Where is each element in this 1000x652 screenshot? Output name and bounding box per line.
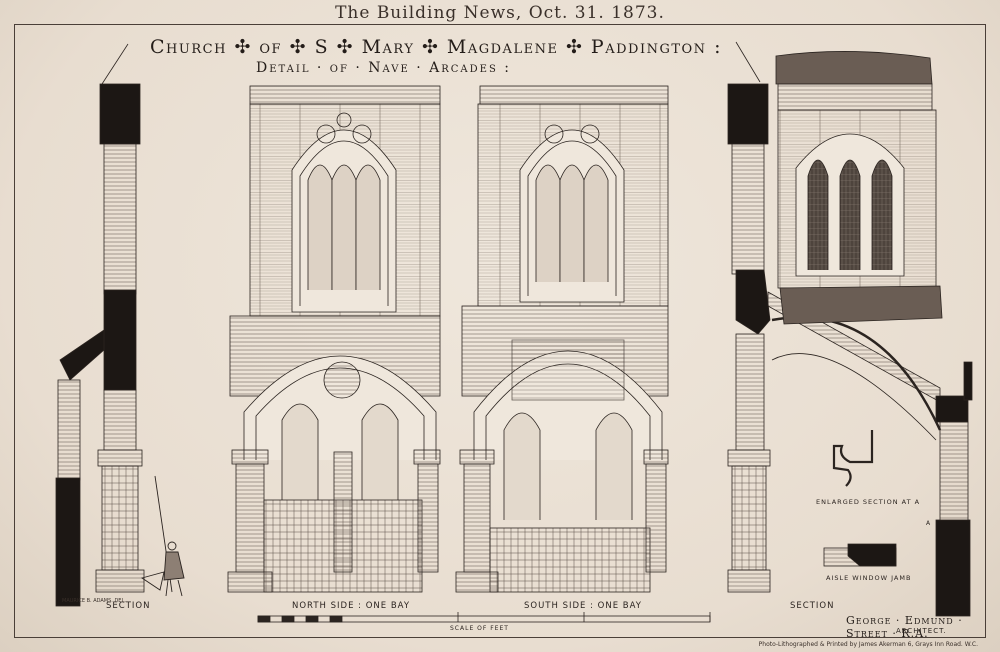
drawn-by-credit: MAURICE B. ADAMS. DEL. <box>62 598 126 604</box>
north-side-bay <box>227 85 441 593</box>
printer-credit: Photo-Lithographed & Printed by James Ak… <box>758 641 978 648</box>
aisle-window-jamb-detail <box>823 543 897 567</box>
section-right-label: SECTION <box>790 601 835 611</box>
north-side-label: NORTH SIDE : ONE BAY <box>292 601 411 611</box>
figure-with-pole <box>140 475 185 597</box>
south-side-bay <box>455 85 669 593</box>
section-left-label: SECTION <box>106 601 151 611</box>
enlarged-section-detail <box>832 430 874 487</box>
south-side-label: SOUTH SIDE : ONE BAY <box>524 601 642 611</box>
scale-bar <box>257 612 711 623</box>
drawing-title: Church ✣ of ✣ S ✣ Mary ✣ Magdalene ✣ Pad… <box>150 36 722 58</box>
aisle-window-jamb-label: AISLE WINDOW JAMB <box>826 574 912 582</box>
left-section-drawing <box>55 43 145 607</box>
architect-name: George · Edmund · Street · R.A. <box>846 614 963 640</box>
drawing-subtitle: Detail · of · Nave · Arcades : <box>256 60 511 76</box>
marker-a-label: A <box>926 520 932 527</box>
aisle-window-elevation <box>775 51 943 325</box>
enlarged-section-label: ENLARGED SECTION AT A <box>816 498 921 506</box>
scale-label: SCALE OF FEET <box>450 625 509 632</box>
drawing-border <box>14 24 986 638</box>
masthead: The Building News, Oct. 31. 1873. <box>335 3 665 23</box>
architect-title: ARCHITECT. <box>896 627 947 635</box>
